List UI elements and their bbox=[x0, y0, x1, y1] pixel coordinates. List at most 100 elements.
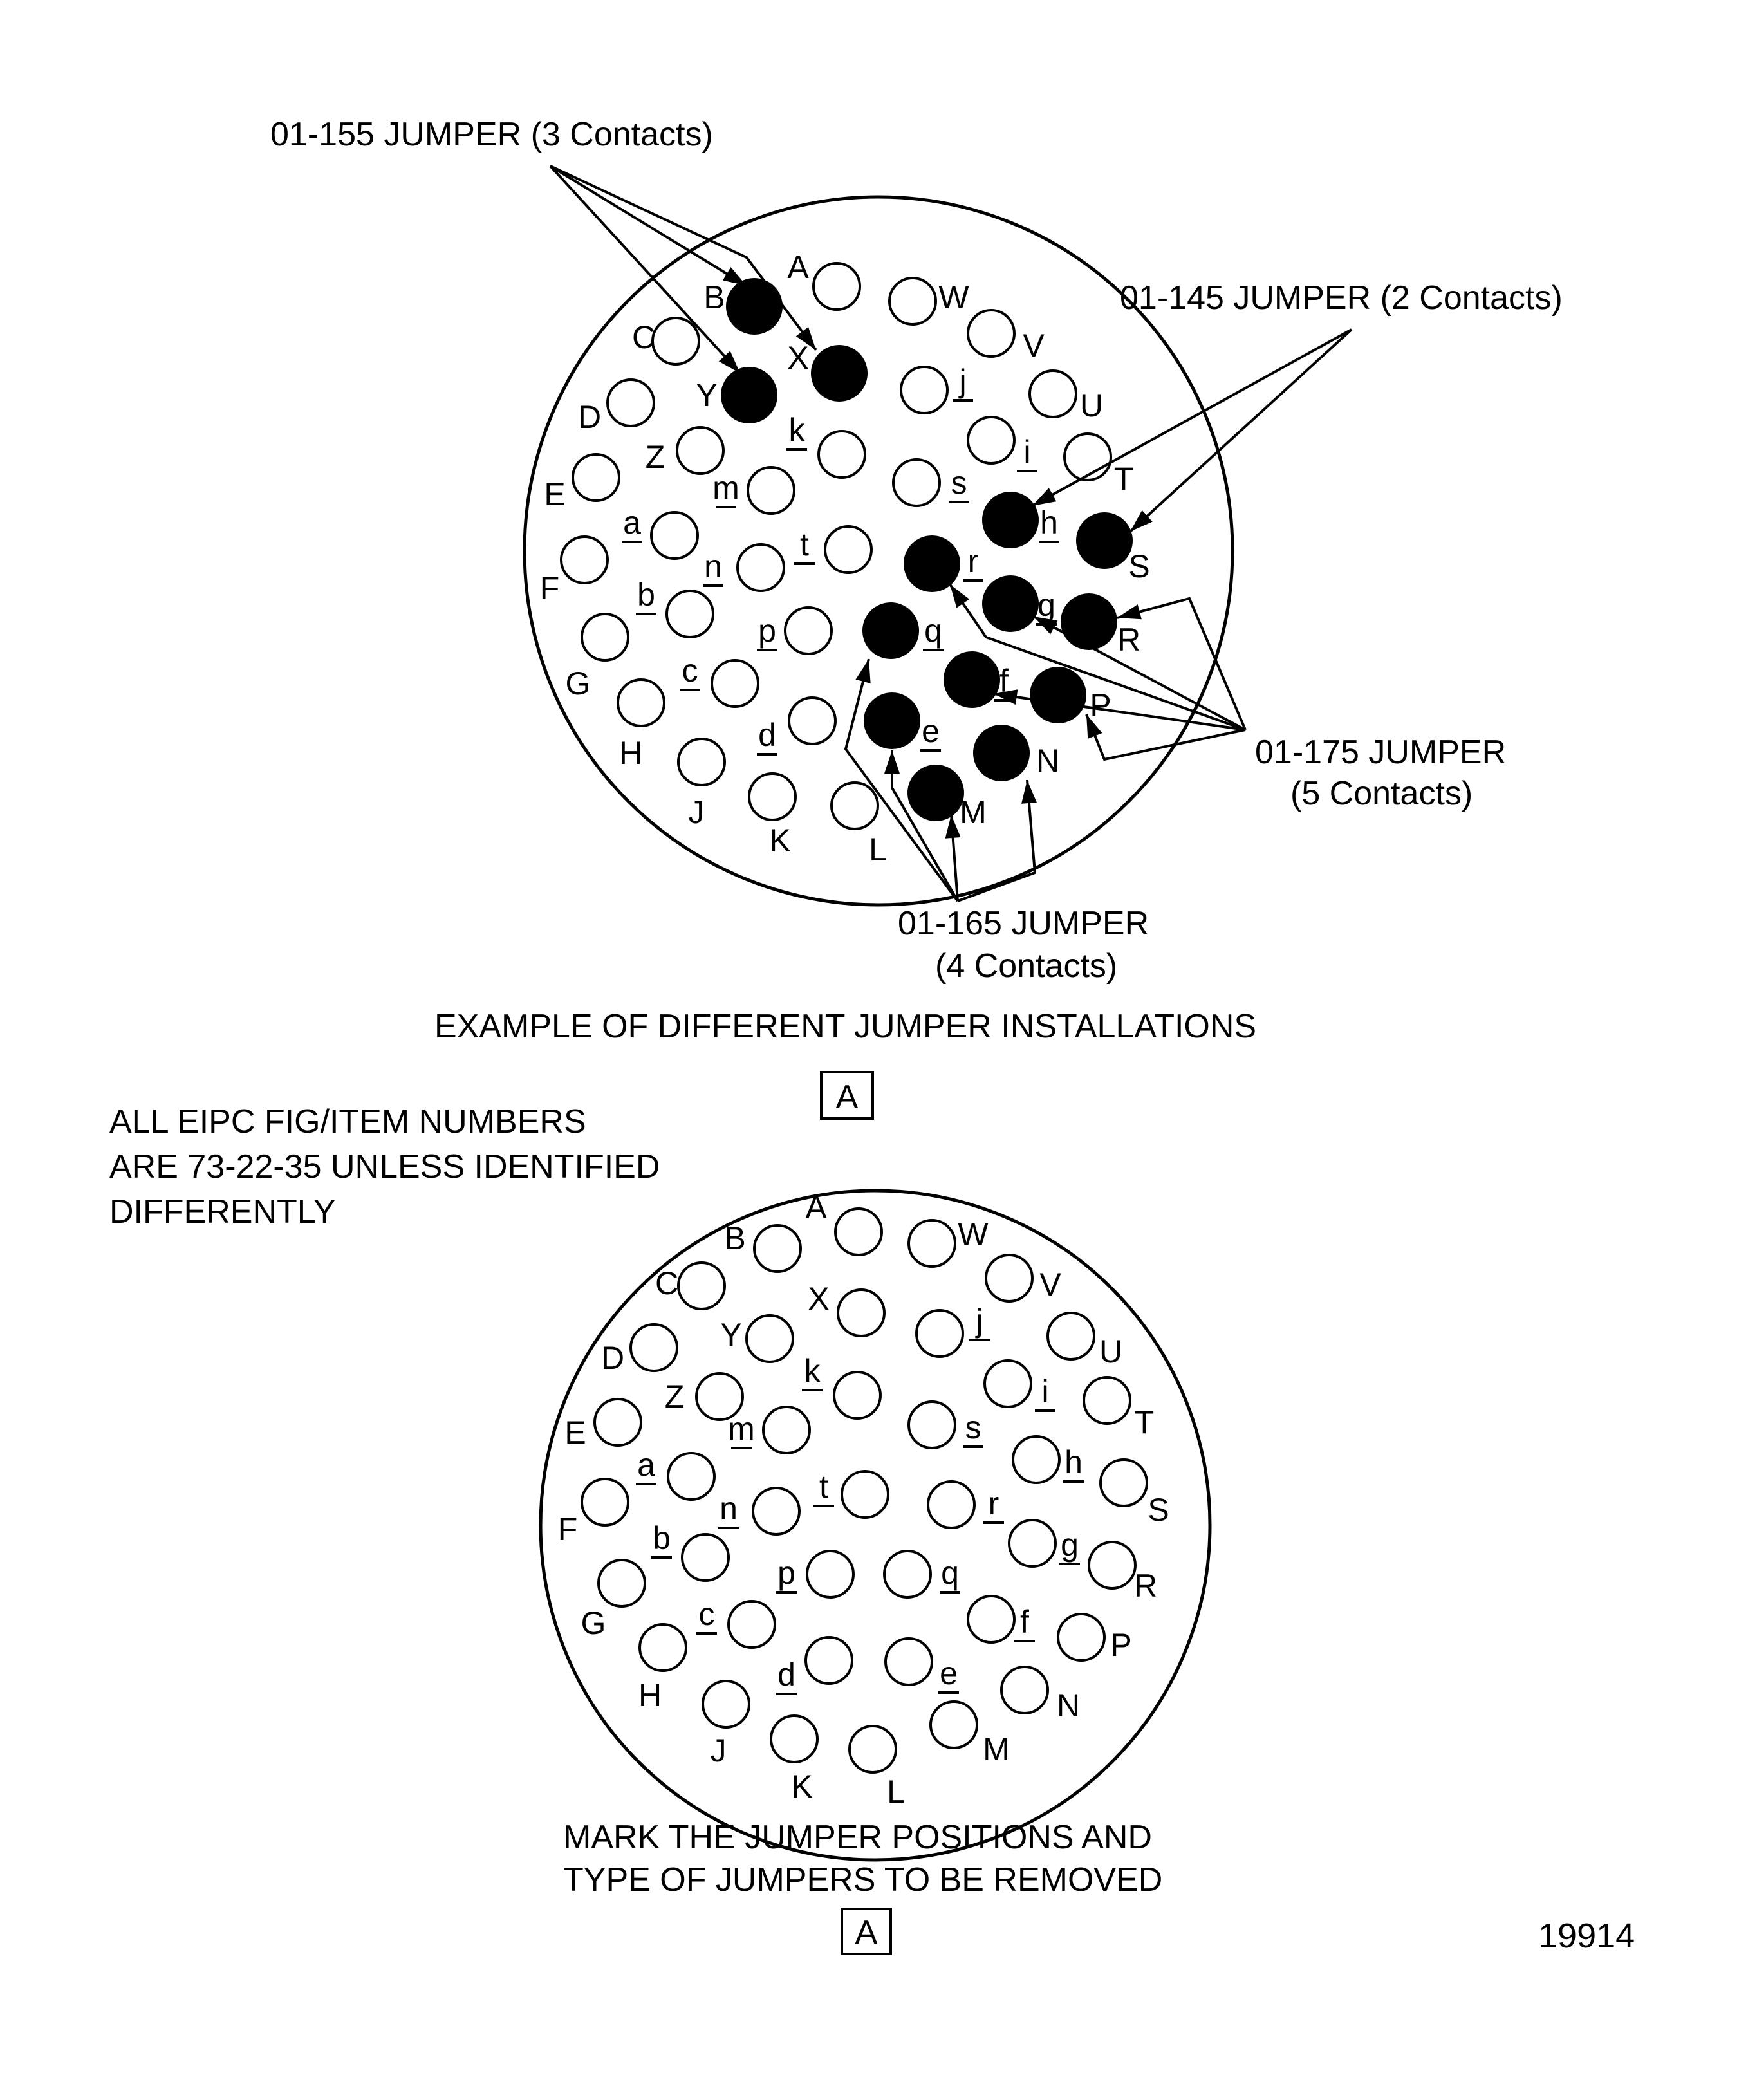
bottom-pin-J bbox=[702, 1680, 750, 1729]
bottom-pin-S bbox=[1099, 1458, 1148, 1507]
jumper-175-leader-R bbox=[1117, 597, 1247, 730]
top-pin-label-X: X bbox=[787, 340, 808, 376]
bottom-pin-P bbox=[1057, 1613, 1106, 1662]
jumper-165-leader-q bbox=[844, 658, 959, 902]
top-pin-label-n: n bbox=[704, 548, 722, 584]
bottom-pin-label-F: F bbox=[558, 1511, 578, 1547]
bottom-pin-T bbox=[1083, 1376, 1131, 1425]
jumper-145-leader-h-arrowhead bbox=[1032, 488, 1057, 506]
bottom-pin-X bbox=[837, 1288, 886, 1337]
bottom-pin-U bbox=[1046, 1312, 1095, 1361]
top-pin-label-c: c bbox=[682, 653, 698, 689]
bottom-pin-label-D: D bbox=[601, 1340, 624, 1376]
bottom-pin-D bbox=[629, 1323, 678, 1372]
bottom-pin-label-R: R bbox=[1134, 1568, 1157, 1604]
bottom-pin-label-M: M bbox=[983, 1731, 1010, 1767]
top-pin-s bbox=[892, 458, 941, 507]
top-pin-label-t: t bbox=[800, 526, 809, 562]
bottom-pin-M bbox=[929, 1700, 978, 1749]
bottom-pin-label-A: A bbox=[805, 1189, 827, 1225]
bottom-pin-label-m: m bbox=[728, 1411, 755, 1447]
bottom-pin-label-L: L bbox=[887, 1774, 905, 1810]
top-pin-label-e: e bbox=[922, 713, 940, 749]
bottom-pin-label-N: N bbox=[1057, 1687, 1080, 1724]
jumper-175-leader-g bbox=[1033, 615, 1246, 731]
top-pin-label-s: s bbox=[951, 465, 967, 501]
eipc-note-line1: ALL EIPC FIG/ITEM NUMBERS bbox=[109, 1103, 586, 1140]
bottom-pin-label-Z: Z bbox=[665, 1379, 685, 1415]
bottom-pin-L bbox=[848, 1725, 897, 1774]
bottom-pin-k bbox=[833, 1371, 882, 1420]
top-pin-label-g: g bbox=[1037, 587, 1055, 623]
bottom-pin-label-K: K bbox=[791, 1769, 812, 1805]
bottom-pin-a bbox=[667, 1452, 716, 1501]
top-pin-Y-jumpered bbox=[721, 367, 777, 423]
top-connector-outline bbox=[523, 195, 1234, 907]
top-pin-T bbox=[1063, 432, 1112, 481]
bottom-pin-label-a: a bbox=[637, 1447, 655, 1483]
top-pin-W bbox=[888, 277, 937, 326]
top-pin-D bbox=[606, 378, 655, 427]
top-pin-label-E: E bbox=[544, 476, 565, 512]
top-pin-H bbox=[617, 678, 665, 727]
drawing-number: 19914 bbox=[1538, 1917, 1635, 1955]
bottom-pin-F bbox=[581, 1478, 629, 1527]
bottom-pin-label-S: S bbox=[1148, 1492, 1169, 1528]
top-pin-S-jumpered bbox=[1076, 512, 1133, 569]
top-pin-f-jumpered bbox=[944, 651, 1000, 708]
bottom-pin-f bbox=[967, 1595, 1016, 1644]
top-pin-label-i: i bbox=[1023, 434, 1030, 470]
bottom-pin-r bbox=[927, 1480, 976, 1529]
bottom-pin-label-E: E bbox=[564, 1415, 586, 1451]
bottom-pin-p bbox=[806, 1550, 855, 1599]
bottom-pin-C bbox=[677, 1261, 726, 1310]
jumper-145-callout: 01-145 JUMPER (2 Contacts) bbox=[1120, 279, 1563, 317]
bottom-pin-m bbox=[762, 1406, 811, 1454]
bottom-pin-label-g: g bbox=[1061, 1527, 1079, 1563]
top-pin-N-jumpered bbox=[973, 725, 1030, 781]
top-pin-label-f: f bbox=[999, 663, 1009, 699]
jumper-155-leader-X bbox=[550, 165, 817, 351]
jumper-165-leader-e-arrowhead bbox=[884, 750, 900, 774]
bottom-pin-label-c: c bbox=[699, 1596, 715, 1632]
top-pin-label-H: H bbox=[619, 735, 642, 771]
bottom-pin-label-s: s bbox=[965, 1409, 981, 1445]
top-pin-V bbox=[967, 309, 1016, 358]
bottom-pin-label-r: r bbox=[989, 1485, 999, 1521]
top-pin-e-jumpered bbox=[864, 692, 920, 749]
top-pin-b bbox=[665, 590, 714, 638]
bottom-pin-label-t: t bbox=[819, 1469, 828, 1505]
top-pin-label-q: q bbox=[924, 613, 942, 649]
top-pin-a bbox=[650, 511, 699, 560]
top-pin-label-P: P bbox=[1090, 687, 1111, 723]
top-pin-label-U: U bbox=[1080, 387, 1103, 423]
bottom-pin-R bbox=[1088, 1541, 1137, 1590]
top-pin-A bbox=[812, 262, 861, 311]
top-pin-label-B: B bbox=[703, 279, 725, 315]
bottom-pin-G bbox=[597, 1559, 646, 1608]
bottom-pin-N bbox=[1000, 1666, 1049, 1714]
bottom-caption-line2: TYPE OF JUMPERS TO BE REMOVED bbox=[563, 1861, 1162, 1899]
jumper-155-leader-Y-arrowhead bbox=[718, 351, 740, 373]
jumper-175-leader-g-arrowhead bbox=[1034, 617, 1058, 635]
bottom-pin-W bbox=[907, 1219, 956, 1268]
bottom-view-label-box bbox=[841, 1908, 892, 1955]
top-view-label: A bbox=[836, 1079, 859, 1116]
top-pin-d bbox=[788, 696, 837, 745]
bottom-pin-label-V: V bbox=[1039, 1267, 1061, 1303]
top-pin-label-F: F bbox=[540, 570, 560, 606]
bottom-pin-label-h: h bbox=[1064, 1444, 1083, 1480]
bottom-pin-label-k: k bbox=[804, 1353, 821, 1389]
top-pin-label-L: L bbox=[869, 832, 887, 868]
top-pin-J bbox=[677, 738, 726, 786]
eipc-note-line3: DIFFERENTLY bbox=[109, 1193, 336, 1231]
bottom-pin-label-f: f bbox=[1020, 1604, 1029, 1640]
jumper-155-leader-X-arrowhead bbox=[795, 327, 816, 350]
top-pin-F bbox=[560, 535, 609, 584]
top-pin-n bbox=[736, 543, 785, 592]
bottom-pin-b bbox=[681, 1533, 730, 1582]
top-pin-label-k: k bbox=[789, 412, 806, 448]
bottom-pin-n bbox=[752, 1487, 801, 1536]
bottom-pin-h bbox=[1012, 1435, 1061, 1484]
